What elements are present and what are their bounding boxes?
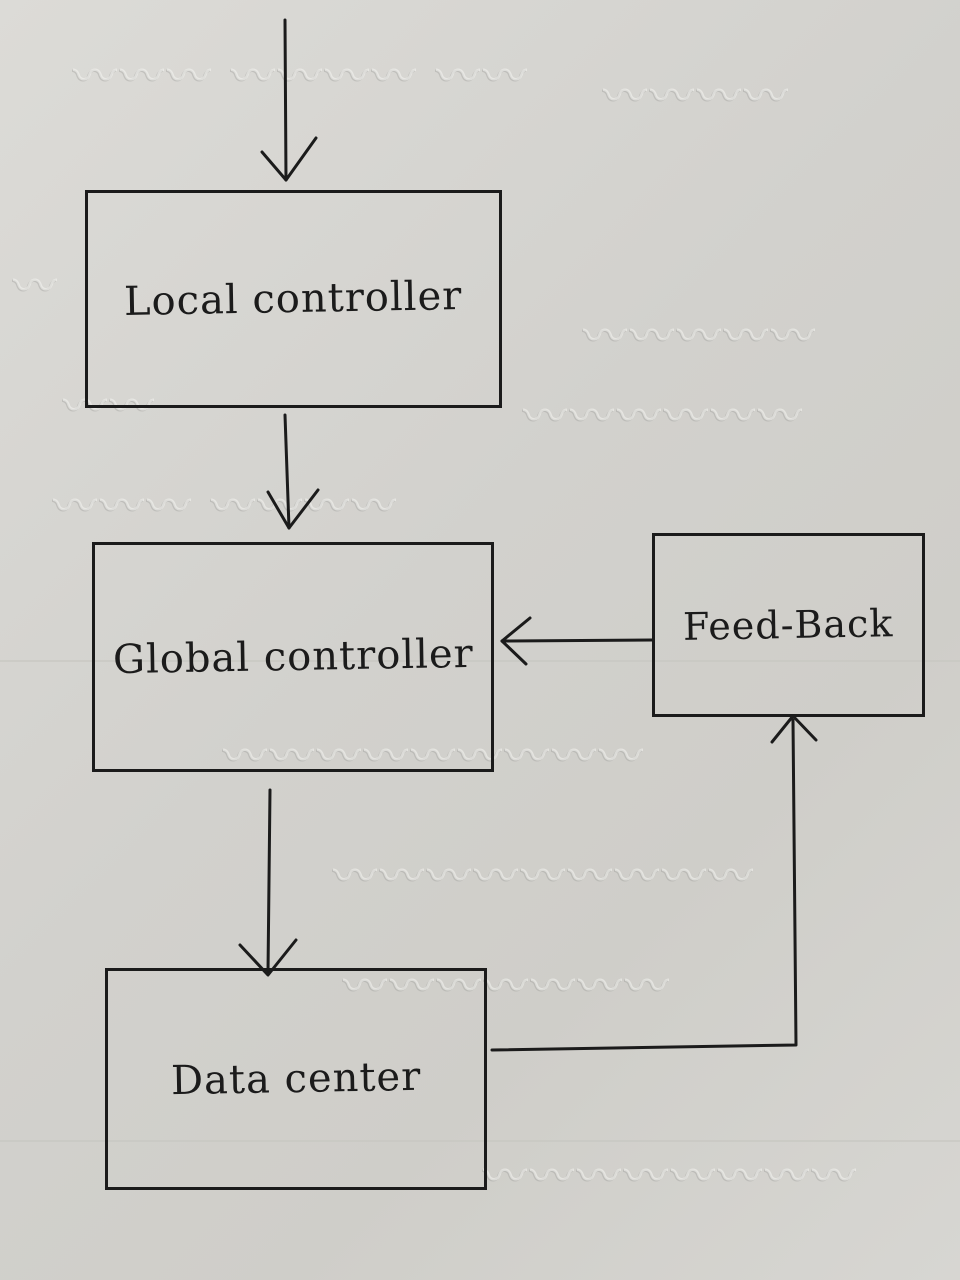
data-to-feedback-connector bbox=[490, 718, 798, 1052]
feedback-label: Feed-Back bbox=[682, 601, 895, 649]
feedback-box: Feed-Back bbox=[652, 533, 925, 717]
global-controller-label: Global controller bbox=[112, 630, 474, 684]
paper-fold-line bbox=[0, 1140, 960, 1142]
local-controller-label: Local controller bbox=[123, 273, 464, 325]
feedback-to-global-arrow-head bbox=[500, 616, 532, 666]
feedback-to-global-arrow-line bbox=[500, 638, 654, 643]
local-to-global-arrow-head bbox=[266, 488, 320, 530]
global-controller-box: Global controller bbox=[92, 542, 494, 772]
data-center-box: Data center bbox=[105, 968, 487, 1190]
input-arrow-line bbox=[283, 18, 288, 182]
global-to-data-arrow-head bbox=[238, 938, 298, 977]
global-to-data-arrow-line bbox=[266, 788, 272, 974]
data-center-label: Data center bbox=[170, 1053, 422, 1105]
local-controller-box: Local controller bbox=[85, 190, 502, 408]
local-to-global-arrow-line bbox=[283, 413, 291, 530]
paper-fold-line bbox=[0, 660, 960, 662]
input-arrow-head bbox=[260, 136, 318, 182]
